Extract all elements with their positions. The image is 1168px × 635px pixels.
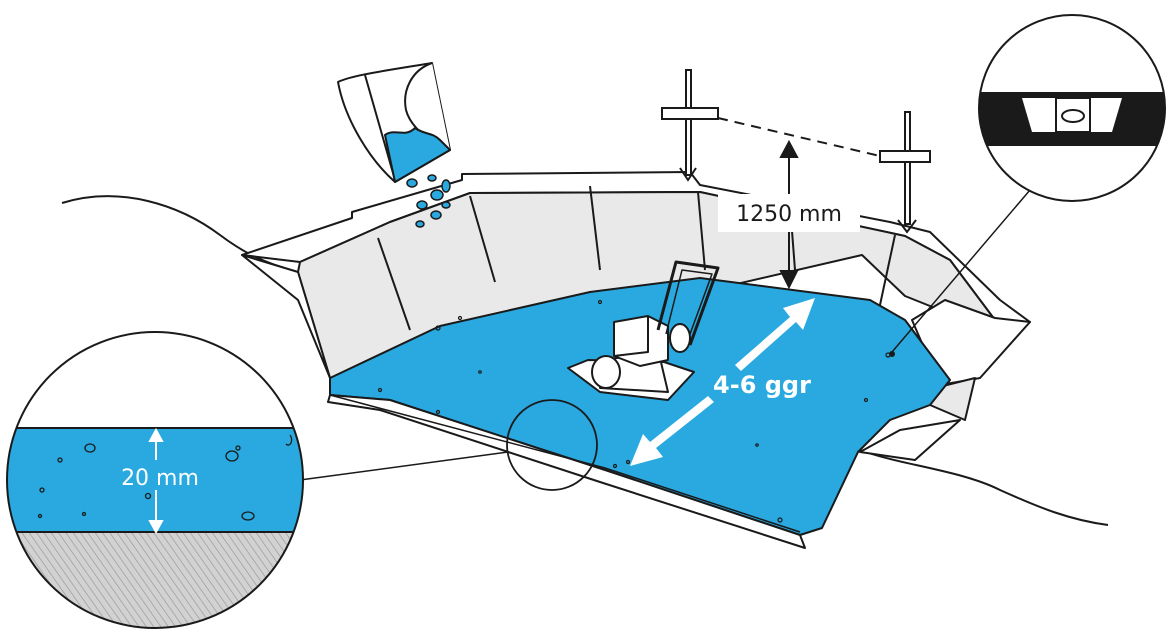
spirit-level-icon [979, 15, 1165, 201]
falling-gravel [406, 174, 451, 228]
level-line [717, 117, 881, 157]
ground-contour [61, 195, 1109, 526]
level-magnifier-ring [978, 14, 1166, 202]
depth-label-box [718, 194, 860, 232]
stake-icon [661, 69, 931, 234]
detail-leader-line [299, 451, 509, 481]
plate-compactor-icon [567, 260, 720, 401]
pass-arrow [630, 298, 815, 466]
shovel-icon [337, 62, 451, 183]
gravel-speckles [377, 299, 891, 523]
level-leader-line [891, 189, 1031, 353]
detail-marker-circle [506, 399, 598, 491]
gravel-bed [327, 277, 951, 549]
layer-thickness-label: 20 mm [121, 466, 199, 491]
pass-count-label: 4-6 ggr [713, 371, 811, 399]
layer-detail-magnifier: 20 mm [7, 332, 303, 628]
depth-label: 1250 mm [736, 202, 842, 227]
magnifier-ring [6, 331, 304, 629]
